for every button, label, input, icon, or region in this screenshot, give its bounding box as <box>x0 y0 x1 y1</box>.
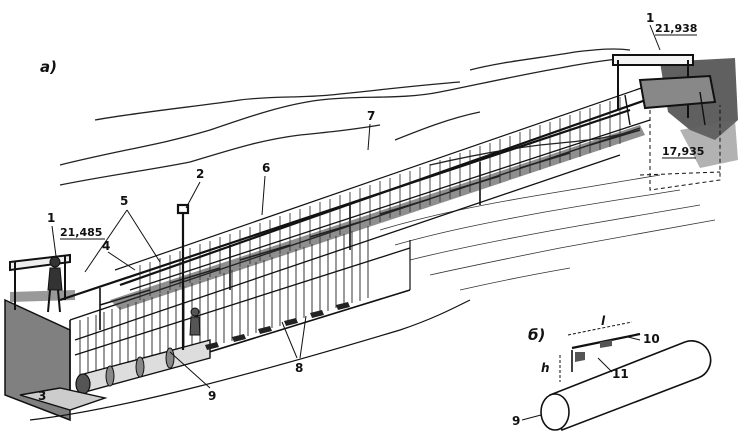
wales <box>74 119 651 356</box>
ground-bottom <box>29 299 471 421</box>
detail-9: 9 <box>512 414 520 428</box>
callout-4: 4 <box>102 239 110 253</box>
panel-a-label: а) <box>40 58 57 76</box>
openings <box>205 302 350 350</box>
detail-l: l <box>601 314 606 328</box>
elevation-left-top: 21,485 <box>60 226 102 239</box>
callout-5: 5 <box>120 194 128 208</box>
worker-center <box>189 307 201 336</box>
panel-b-label: б) <box>528 326 545 344</box>
callout-1-right: 1 <box>646 11 654 25</box>
pipe <box>75 339 211 395</box>
detail-10: 10 <box>643 332 660 346</box>
channel-shading <box>110 125 645 310</box>
callout-9: 9 <box>208 389 216 403</box>
right-ground <box>379 174 716 291</box>
left-base-3 <box>19 387 108 411</box>
elevation-right-top: 21,938 <box>655 22 697 35</box>
callout-2: 2 <box>196 167 204 181</box>
elevation-right-bottom: 17,935 <box>662 145 704 158</box>
right-elevation-box <box>639 105 721 191</box>
detail-h: h <box>541 361 550 375</box>
worker-left <box>47 256 63 313</box>
callout-1-left: 1 <box>47 211 55 225</box>
callout-8: 8 <box>295 361 303 375</box>
post-2 <box>176 203 190 350</box>
right-end-frame <box>612 54 717 126</box>
detail-11: 11 <box>612 367 629 381</box>
callout-7: 7 <box>367 109 375 123</box>
callout-3: 3 <box>38 389 46 403</box>
detail-b: б) l h 10 11 9 <box>512 314 712 432</box>
callout-6: 6 <box>262 161 270 175</box>
